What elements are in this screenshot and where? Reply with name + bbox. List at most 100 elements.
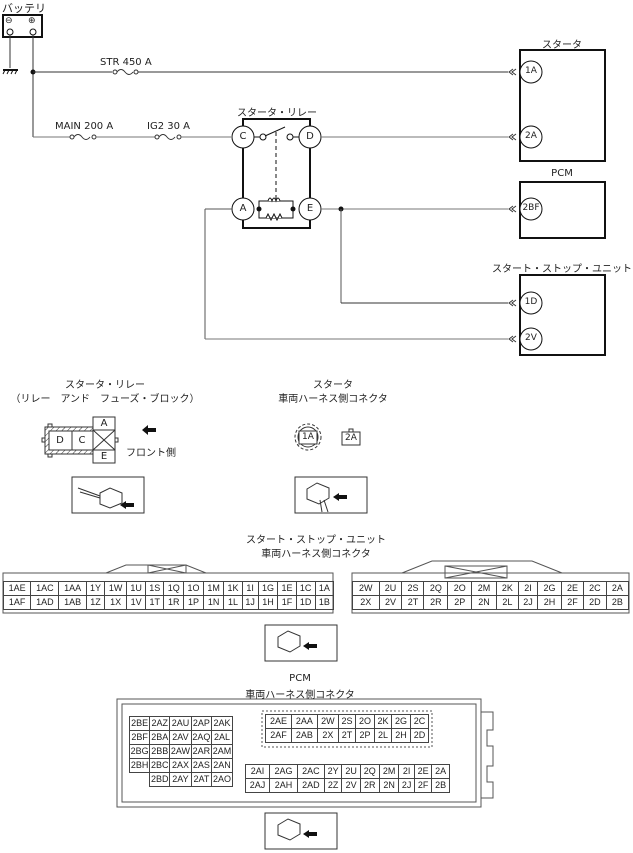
pin-cell: 1AE xyxy=(2,581,32,596)
pin-cell: 2AW xyxy=(169,744,192,759)
pin-cell: 2AY xyxy=(169,772,192,787)
relay-cell-e: E xyxy=(100,451,108,462)
pcm-connector-subtitle: 車両ハーネス側コネクタ xyxy=(245,690,355,701)
pcm-box xyxy=(519,181,606,239)
pin-cell: 2S xyxy=(401,581,425,596)
pin-cell: 1O xyxy=(183,581,204,596)
pin-cell: 2X xyxy=(352,595,380,610)
pin-cell: 1AD xyxy=(30,595,60,610)
pin-cell xyxy=(130,773,150,787)
pin-cell: 1AB xyxy=(58,595,87,610)
pin-cell: 2AZ xyxy=(149,716,171,731)
pin-cell: 2BF xyxy=(128,730,151,745)
pin-cell: 2W xyxy=(352,581,380,596)
pin-cell: 1P xyxy=(183,595,204,610)
pin-cell: 1I xyxy=(241,581,259,596)
pin-cell: 2AM xyxy=(211,744,233,759)
pin-cell: 1U xyxy=(126,581,147,596)
pin-cell: 1C xyxy=(295,581,316,596)
harness-view-icon xyxy=(71,476,145,514)
pin-cell: 2AR xyxy=(190,744,213,759)
pin-cell: 1L xyxy=(223,595,243,610)
pin-cell: 2K xyxy=(373,714,393,729)
pin-cell: 1K xyxy=(223,581,243,596)
pin-cell: 2B xyxy=(431,778,450,793)
pin-cell: 2Y xyxy=(323,764,343,779)
pin-cell: 2D xyxy=(409,728,430,743)
relay-connector-title: スタータ・リレー xyxy=(65,380,145,391)
pin-cell: 2O xyxy=(355,714,375,729)
pin-cell: 2G xyxy=(391,714,411,729)
pin-cell: 2AB xyxy=(290,728,318,743)
pin-cell: 1F xyxy=(277,595,297,610)
pin-cell: 2O xyxy=(447,581,473,596)
pin-cell: 2P xyxy=(355,728,375,743)
pin-cell: 2AI xyxy=(244,764,271,779)
pin-cell: 1S xyxy=(145,581,165,596)
pcm-pin-2bf: 2BF xyxy=(522,203,540,213)
pin-cell: 2AF xyxy=(265,728,292,743)
pin-cell: 2R xyxy=(359,778,380,793)
pin-cell: 2D xyxy=(582,595,607,610)
pin-cell: 1AF xyxy=(2,595,32,610)
pin-cell: 1V xyxy=(126,595,147,610)
pin-cell: 1D xyxy=(295,595,316,610)
ssu-pin-2v: 2V xyxy=(525,333,537,343)
pin-cell: 2J xyxy=(517,595,539,610)
ssu-label: スタート・ストップ・ユニット xyxy=(492,264,632,275)
pin-cell: 1Z xyxy=(85,595,106,610)
pin-cell: 2H xyxy=(537,595,562,610)
pin-cell: 2U xyxy=(341,764,361,779)
fuse-main-label: MAIN 200 A xyxy=(55,121,114,132)
ssu-connector-subtitle: 車両ハーネス側コネクタ xyxy=(261,549,371,560)
starter-relay xyxy=(231,118,322,229)
pin-cell: 2N xyxy=(378,778,400,793)
pin-cell: 2AS xyxy=(190,758,213,773)
pin-cell: 2AA xyxy=(290,714,318,729)
pcm-connector-title: PCM xyxy=(289,673,311,684)
pin-cell: 2X xyxy=(316,728,339,743)
pin-cell: 2BD xyxy=(149,772,171,787)
pin-cell: 2R xyxy=(423,595,449,610)
battery-pos-icon: ⊕ xyxy=(28,16,36,26)
pin-cell: 2K xyxy=(495,581,519,596)
pin-cell: 2AN xyxy=(211,758,233,773)
pin-cell: 2AP xyxy=(190,716,213,731)
pin-cell: 2BC xyxy=(149,758,171,773)
pin-cell: 1H xyxy=(257,595,279,610)
pin-cell: 2F xyxy=(413,778,433,793)
pin-cell: 1N xyxy=(202,595,225,610)
ssu-connector-outline-right xyxy=(351,560,630,614)
pin-cell: 2AC xyxy=(296,764,325,779)
pin-cell: 2Z xyxy=(323,778,343,793)
pin-cell: 2L xyxy=(495,595,519,610)
pin-cell: 2E xyxy=(560,581,584,596)
relay-terminal-e: E xyxy=(306,203,314,214)
pin-cell: 1G xyxy=(257,581,279,596)
pin-cell: 2A xyxy=(605,581,630,596)
pin-cell: 2C xyxy=(582,581,607,596)
battery-neg-icon: ⊖ xyxy=(5,16,13,26)
pcm-label: PCM xyxy=(551,168,573,179)
front-side-label: フロント側 xyxy=(126,448,176,459)
pin-cell: 2S xyxy=(337,714,357,729)
starter-connector-face xyxy=(294,423,361,451)
pin-cell: 2BE xyxy=(128,716,151,731)
pin-cell: 2E xyxy=(413,764,433,779)
harness-view-icon xyxy=(264,812,338,850)
relay-terminal-c: C xyxy=(239,131,247,142)
pcm-connector-outline xyxy=(116,698,494,808)
relay-cell-a: A xyxy=(100,418,108,429)
pin-cell: 2AD xyxy=(296,778,325,793)
pin-cell: 2AT xyxy=(190,772,213,787)
